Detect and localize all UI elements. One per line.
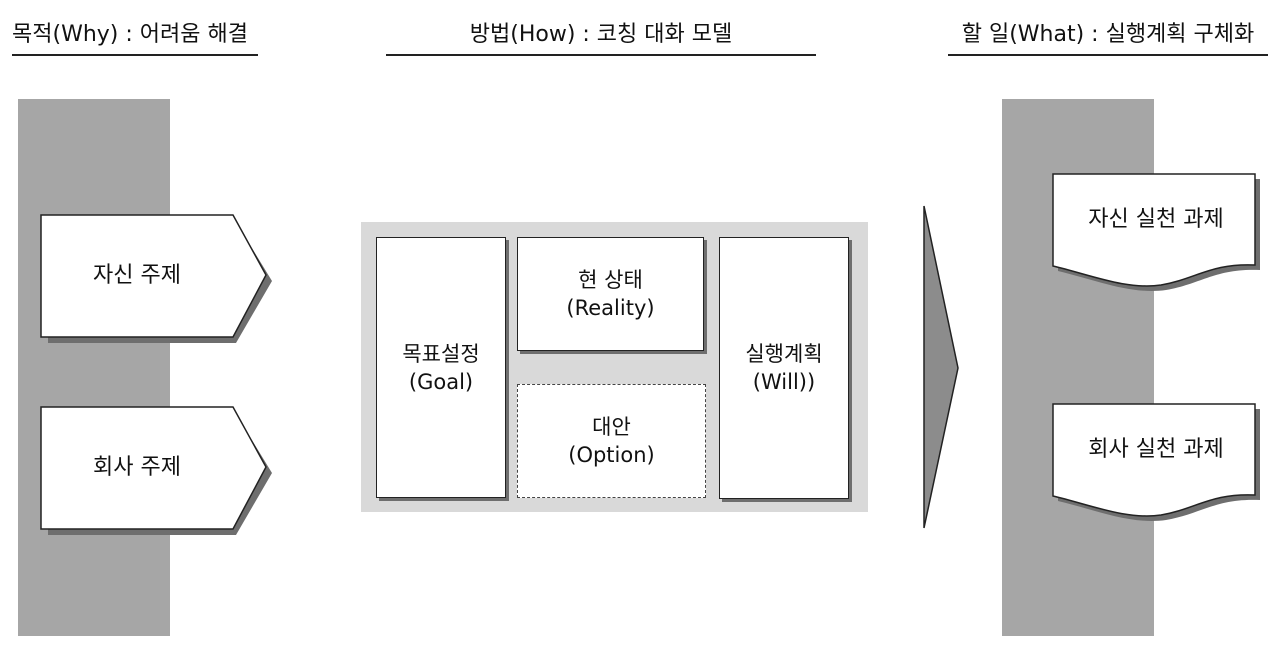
- will-name: 실행계획: [745, 342, 823, 366]
- option-en: (Option): [568, 443, 655, 467]
- reality-name: 현 상태: [578, 268, 643, 292]
- will-box: 실행계획 (Will)): [719, 237, 849, 499]
- reality-en: (Reality): [566, 296, 655, 320]
- how-heading: 방법(How) : 코칭 대화 모델: [386, 16, 816, 56]
- reality-box: 현 상태 (Reality): [517, 237, 704, 351]
- company-task-document: [1052, 403, 1260, 521]
- company-topic-label: 회사 주제: [93, 455, 181, 480]
- flow-arrow: [923, 205, 959, 529]
- why-band: [18, 99, 170, 636]
- self-task-document: [1052, 173, 1260, 291]
- option-box: 대안 (Option): [517, 384, 706, 498]
- will-en: (Will)): [752, 370, 816, 394]
- self-task-label: 자신 실천 과제: [1088, 207, 1224, 232]
- option-name: 대안: [592, 415, 631, 439]
- goal-name: 목표설정: [402, 341, 480, 366]
- why-heading: 목적(Why) : 어려움 해결: [12, 16, 258, 56]
- self-topic-arrow: [40, 214, 272, 343]
- company-topic-arrow: [40, 406, 272, 535]
- goal-box: 목표설정 (Goal): [376, 237, 506, 498]
- self-topic-label: 자신 주제: [93, 263, 181, 288]
- company-task-label: 회사 실천 과제: [1088, 437, 1224, 462]
- what-heading: 할 일(What) : 실행계획 구체화: [948, 16, 1268, 56]
- goal-en: (Goal): [408, 369, 474, 394]
